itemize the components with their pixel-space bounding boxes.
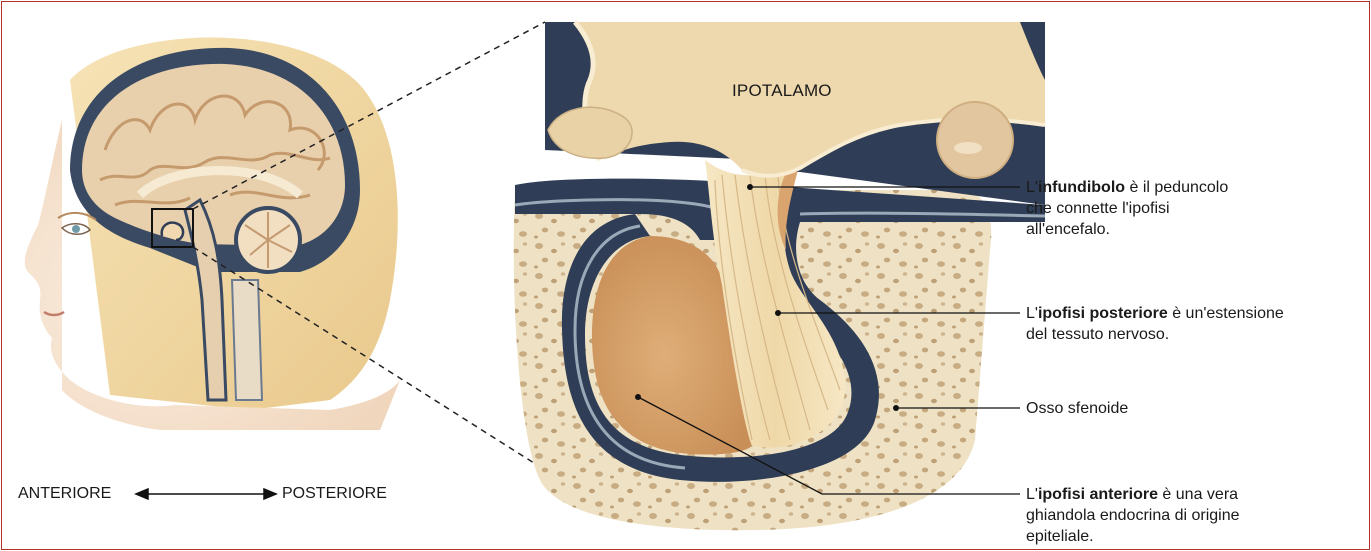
- posterior-label: POSTERIORE: [282, 485, 387, 503]
- infundibulum-line1: L'infundibolo è il peduncolo: [1026, 177, 1228, 198]
- anterior-label: ANTERIORE: [18, 485, 111, 503]
- anterior-pituitary-term: ipofisi anteriore: [1038, 486, 1158, 503]
- anterior-pituitary-callout: L'ipofisi anteriore è una vera ghiandola…: [1026, 484, 1240, 547]
- posterior-pituitary-line1: L'ipofisi posteriore è un'estensione: [1026, 303, 1284, 324]
- orientation-arrow: [136, 489, 276, 499]
- posterior-pituitary-line2: del tessuto nervoso.: [1026, 324, 1284, 345]
- hypothalamus-label: IPOTALAMO: [732, 81, 832, 101]
- infundibulum-line3: all'encefalo.: [1026, 219, 1228, 240]
- mammillary-body: [937, 102, 1013, 178]
- anterior-pituitary-line2: ghiandola endocrina di origine: [1026, 505, 1240, 526]
- cervical-spine: [232, 280, 262, 400]
- head-illustration: [25, 38, 400, 431]
- infundibulum-callout: L'infundibolo è il peduncolo che connett…: [1026, 177, 1228, 240]
- infundibulum-line2: che connette l'ipofisi: [1026, 198, 1228, 219]
- sphenoid-callout: Osso sfenoide: [1026, 398, 1128, 419]
- anterior-pituitary-line3: epiteliale.: [1026, 526, 1240, 547]
- anterior-pituitary-line1: L'ipofisi anteriore è una vera: [1026, 484, 1240, 505]
- posterior-pituitary-callout: L'ipofisi posteriore è un'estensione del…: [1026, 303, 1284, 345]
- infundibulum-term: infundibolo: [1038, 179, 1125, 196]
- posterior-pituitary-term: ipofisi posteriore: [1038, 305, 1168, 322]
